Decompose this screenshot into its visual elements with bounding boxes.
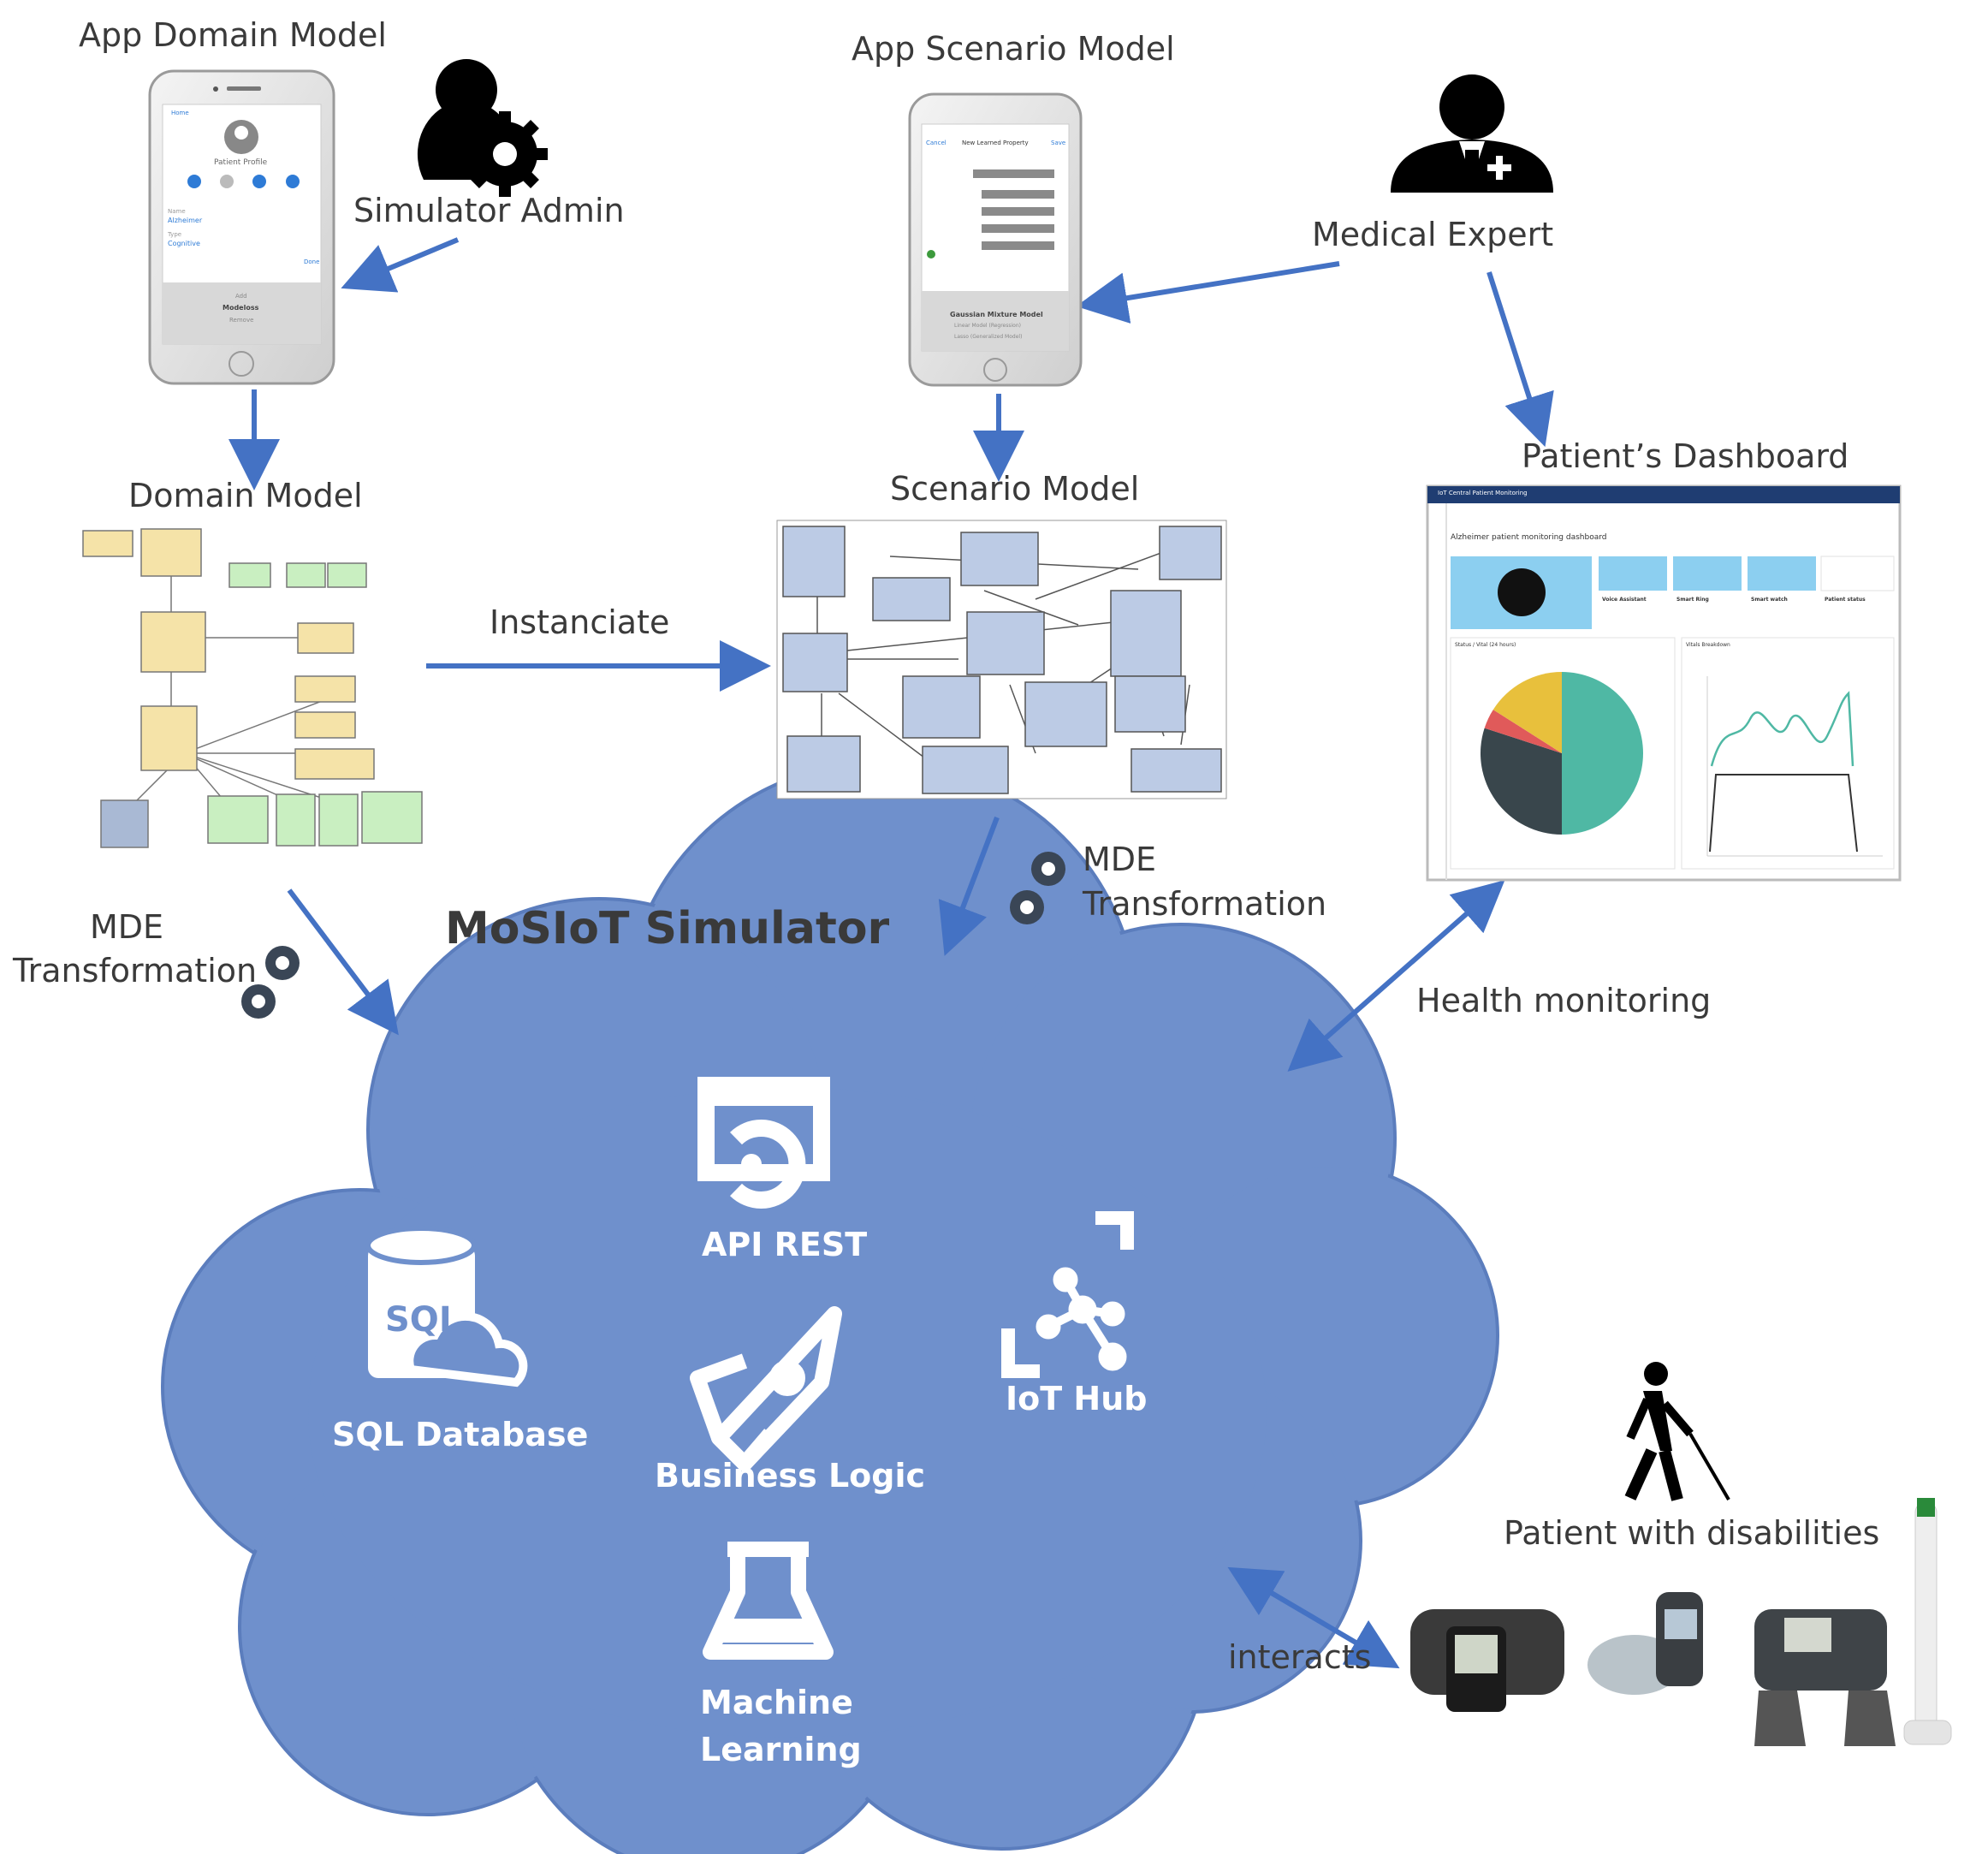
arrow-health-monitoring [1287, 880, 1505, 1072]
interacts-label: interacts [1228, 1638, 1372, 1676]
sql-database-icon [365, 1226, 528, 1388]
flask-icon [703, 1542, 834, 1660]
medical-devices [1410, 1498, 1952, 1746]
line-chart-series-2 [1709, 774, 1858, 853]
phone-scenario-save: Save [1051, 140, 1066, 146]
sql-icon-text: SQL [385, 1300, 460, 1340]
dashboard-header: IoT Central Patient Monitoring [1438, 490, 1528, 496]
patients-dashboard [1426, 484, 1902, 882]
simulator-admin-icon [417, 59, 548, 197]
mde-label-left: MDE [90, 908, 164, 946]
phone-domain-sheet-2: Modeloss [223, 304, 259, 312]
medical-expert-label: Medical Expert [1312, 216, 1554, 253]
phone-domain-sheet-1: Add [235, 293, 247, 300]
phone-domain-back: Home [171, 110, 189, 116]
scenario-model-uml [776, 520, 1227, 799]
machine-learning-label-2: Learning [700, 1731, 862, 1768]
pie-slice-1 [1562, 672, 1643, 835]
phone-domain-sheet-3: Remove [229, 317, 254, 324]
instanciate-label: Instanciate [490, 603, 670, 641]
arrow-expert-to-scenario-app [1076, 261, 1340, 324]
phone-domain-field1-label: Name [168, 208, 186, 215]
iot-hub-label: IoT Hub [1006, 1380, 1148, 1417]
pie-slice-3 [1484, 710, 1562, 753]
pie-chart [1481, 672, 1643, 835]
arrow-interacts [1227, 1566, 1400, 1669]
transformation-label-right: Transformation [1083, 885, 1327, 923]
rocket-icon [690, 1306, 842, 1471]
arrow-expert-to-dashboard [1487, 271, 1554, 448]
business-logic-label: Business Logic [655, 1457, 926, 1494]
machine-learning-label-1: Machine [700, 1684, 853, 1721]
patients-dashboard-label: Patient’s Dashboard [1522, 437, 1849, 475]
line-chart-series-1 [1710, 691, 1854, 767]
app-domain-phone [148, 69, 335, 385]
phone-domain-field1-value: Alzheimer [168, 217, 203, 224]
dashboard-tile-3: Smart watch [1751, 597, 1788, 603]
api-rest-icon [697, 1077, 830, 1209]
dashboard-subtitle: Alzheimer patient monitoring dashboard [1451, 533, 1607, 542]
arrow-admin-to-domain-app [341, 237, 460, 293]
phone-scenario-sheet-2: Linear Model (Regression) [954, 323, 1021, 329]
transformation-label-left: Transformation [13, 952, 258, 989]
simulator-admin-label: Simulator Admin [353, 192, 625, 229]
domain-model-uml [82, 528, 423, 848]
api-rest-label: API REST [702, 1226, 868, 1263]
scenario-model-label: Scenario Model [890, 470, 1140, 508]
simulator-title: MoSIoT Simulator [445, 903, 890, 954]
mde-label-right: MDE [1083, 841, 1157, 878]
sql-database-label: SQL Database [332, 1416, 589, 1453]
phone-scenario-cancel: Cancel [926, 140, 947, 146]
phone-domain-field2-value: Cognitive [168, 240, 200, 247]
pie-slice-2 [1481, 728, 1562, 835]
dashboard-tile-4: Patient status [1825, 597, 1866, 603]
phone-scenario-sheet-title: Gaussian Mixture Model [950, 311, 1043, 318]
phone-scenario-title: New Learned Property [962, 140, 1029, 146]
patient-walking-icon [1624, 1362, 1730, 1501]
phone-domain-title: Patient Profile [214, 158, 268, 167]
dashboard-tile-1: Voice Assistant [1602, 597, 1647, 603]
domain-model-label: Domain Model [128, 477, 363, 514]
gear-icon-right [1010, 852, 1065, 924]
phone-domain-done: Done [304, 258, 320, 265]
arrow-scenario-mde [938, 816, 1000, 956]
phone-scenario-sheet-3: Lasso (Generalized Model) [954, 334, 1023, 340]
gear-icon-left [241, 946, 300, 1019]
electric-toothbrush [1914, 1501, 1938, 1730]
app-scenario-model-label: App Scenario Model [852, 30, 1175, 68]
pie-slice-4 [1492, 672, 1562, 753]
app-domain-model-label: App Domain Model [79, 16, 387, 54]
health-monitoring-label: Health monitoring [1416, 982, 1712, 1019]
arrow-domain-mde [287, 888, 399, 1036]
dashboard-line-title: Vitals Breakdown [1686, 642, 1730, 648]
dashboard-pie-title: Status / Vital (24 hours) [1455, 642, 1516, 648]
medical-expert-icon [1391, 74, 1553, 193]
iot-hub-icon [1001, 1211, 1134, 1378]
patient-disabilities-label: Patient with disabilities [1504, 1514, 1880, 1552]
phone-domain-field2-label: Type [168, 231, 182, 238]
dashboard-tile-2: Smart Ring [1676, 597, 1709, 603]
app-scenario-phone [908, 92, 1083, 387]
